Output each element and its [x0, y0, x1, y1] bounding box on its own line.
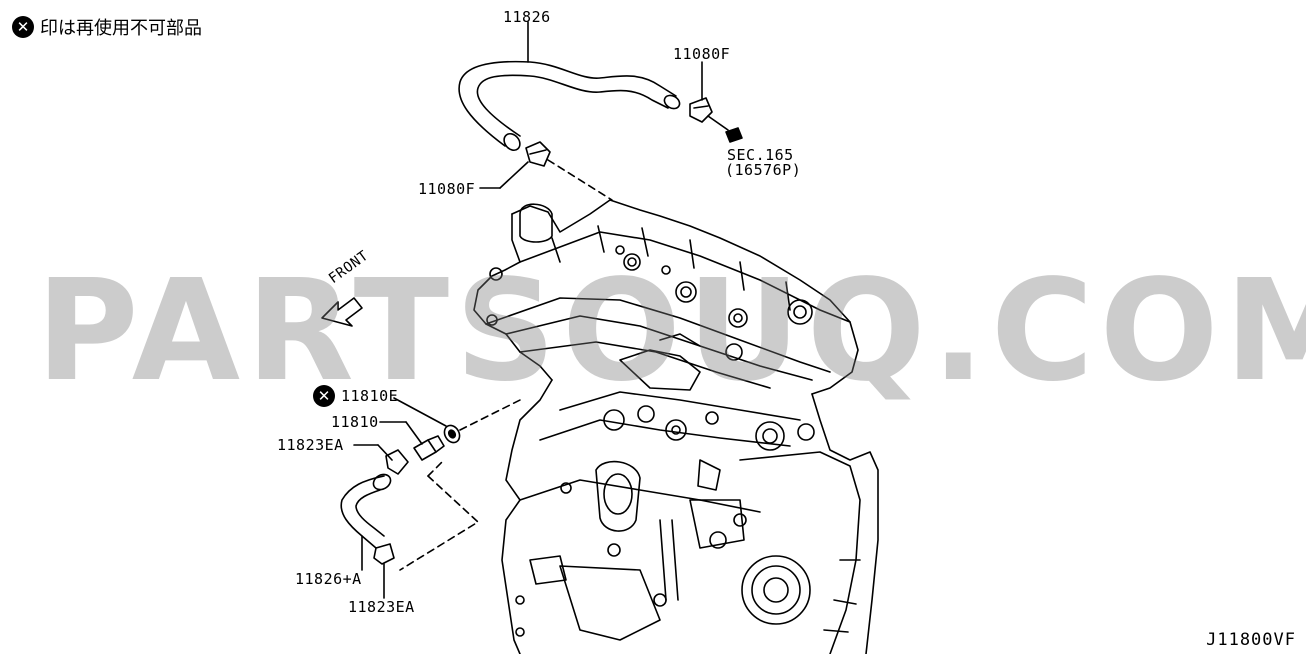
clamp-lower	[373, 543, 395, 565]
label-sec-165[interactable]: SEC.165	[727, 146, 794, 164]
watermark: PARTSOUQ.COM	[36, 250, 1306, 413]
clamp-top-left	[525, 141, 551, 167]
label-11823ea-lower[interactable]: 11823EA	[348, 598, 415, 616]
lower-hose	[340, 473, 392, 549]
label-11810e[interactable]: 11810E	[341, 387, 399, 405]
label-11080f-right[interactable]: 11080F	[673, 45, 731, 63]
non-reusable-icon: ✕	[12, 16, 34, 38]
clamp-top-right	[689, 97, 713, 123]
gasket	[443, 424, 461, 444]
label-11810e-group[interactable]: ✕ 11810E	[313, 385, 398, 407]
note-text: 印は再使用不可部品	[40, 18, 202, 39]
diagram-code: J11800VF	[1206, 630, 1296, 650]
label-11823ea-mid[interactable]: 11823EA	[277, 436, 344, 454]
label-11826-top[interactable]: 11826	[503, 8, 551, 26]
label-11080f-left[interactable]: 11080F	[418, 180, 476, 198]
sec-fitting	[725, 127, 743, 143]
front-arrow	[321, 297, 363, 327]
upper-hose	[458, 60, 681, 152]
engine-block	[473, 199, 879, 654]
label-16576p[interactable]: (16576P)	[725, 161, 802, 179]
non-reusable-note: ✕ 印は再使用不可部品	[12, 14, 202, 40]
non-reusable-icon: ✕	[313, 385, 335, 407]
label-11810[interactable]: 11810	[331, 413, 379, 431]
clamp-mid	[385, 449, 409, 475]
label-11826a[interactable]: 11826+A	[295, 570, 362, 588]
pcv-valve	[413, 435, 445, 461]
